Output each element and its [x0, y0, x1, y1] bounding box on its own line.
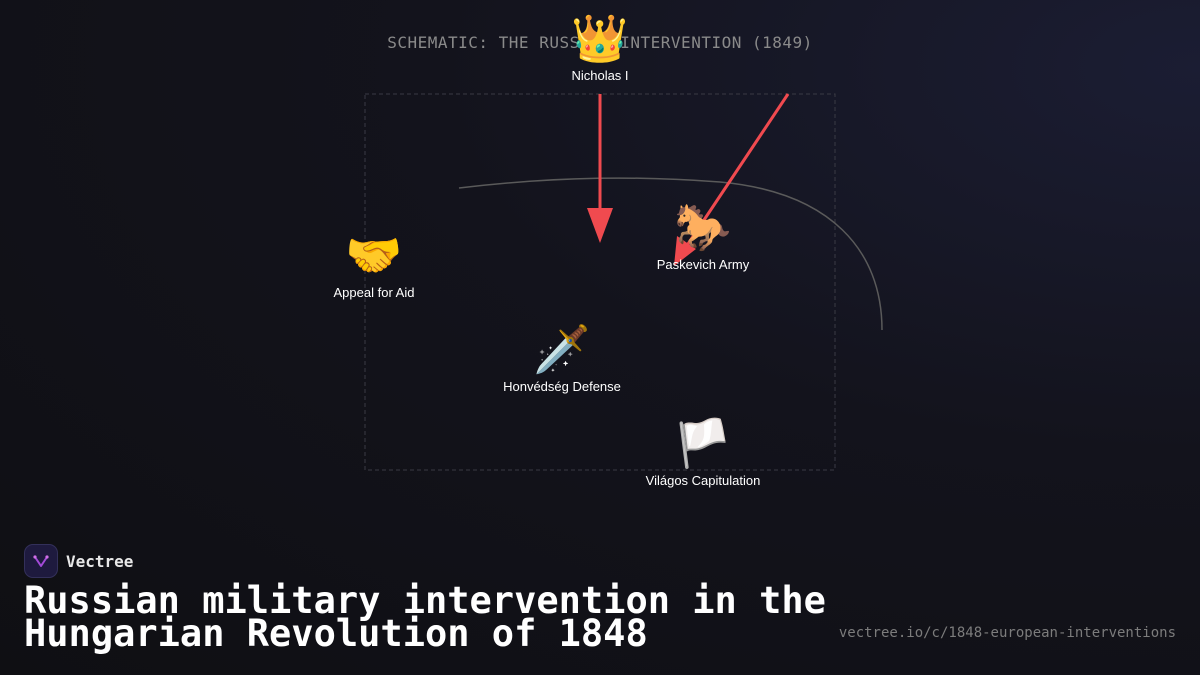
node-appeal: 🤝 Appeal for Aid	[284, 229, 464, 300]
page-title: Russian military intervention in the Hun…	[24, 579, 826, 655]
node-nicholas: 👑 Nicholas I	[510, 12, 690, 83]
node-label-vilagos: Világos Capitulation	[645, 473, 761, 488]
crown-icon: 👑	[571, 11, 629, 65]
vectree-logo-icon	[24, 544, 58, 578]
arrow-to-paskevich-head	[674, 236, 696, 266]
node-label-paskevich: Paskevich Army	[656, 257, 750, 272]
node-honved: 🗡️ Honvédség Defense	[472, 323, 652, 394]
arrow-nicholas-down-head	[587, 208, 613, 243]
node-label-honved: Honvédség Defense	[503, 379, 621, 394]
white-flag-icon: 🏳️	[674, 416, 732, 470]
schematic-title: SCHEMATIC: THE RUSSIAN INTERVENTION (184…	[387, 33, 813, 52]
brand-name: Vectree	[66, 551, 134, 571]
dagger-icon: 🗡️	[533, 322, 591, 376]
source-url: vectree.io/c/1848-european-interventions	[838, 625, 1176, 641]
node-paskevich: 🐎 Paskevich Army	[613, 201, 793, 272]
handshake-icon: 🤝	[345, 228, 403, 282]
horse-icon: 🐎	[674, 200, 732, 254]
arrow-to-paskevich	[684, 93, 790, 248]
node-vilagos: 🏳️ Világos Capitulation	[613, 417, 793, 488]
node-label-appeal: Appeal for Aid	[333, 285, 415, 300]
brand: Vectree	[24, 544, 133, 578]
connector-curve	[458, 177, 883, 331]
node-label-nicholas: Nicholas I	[571, 68, 629, 83]
